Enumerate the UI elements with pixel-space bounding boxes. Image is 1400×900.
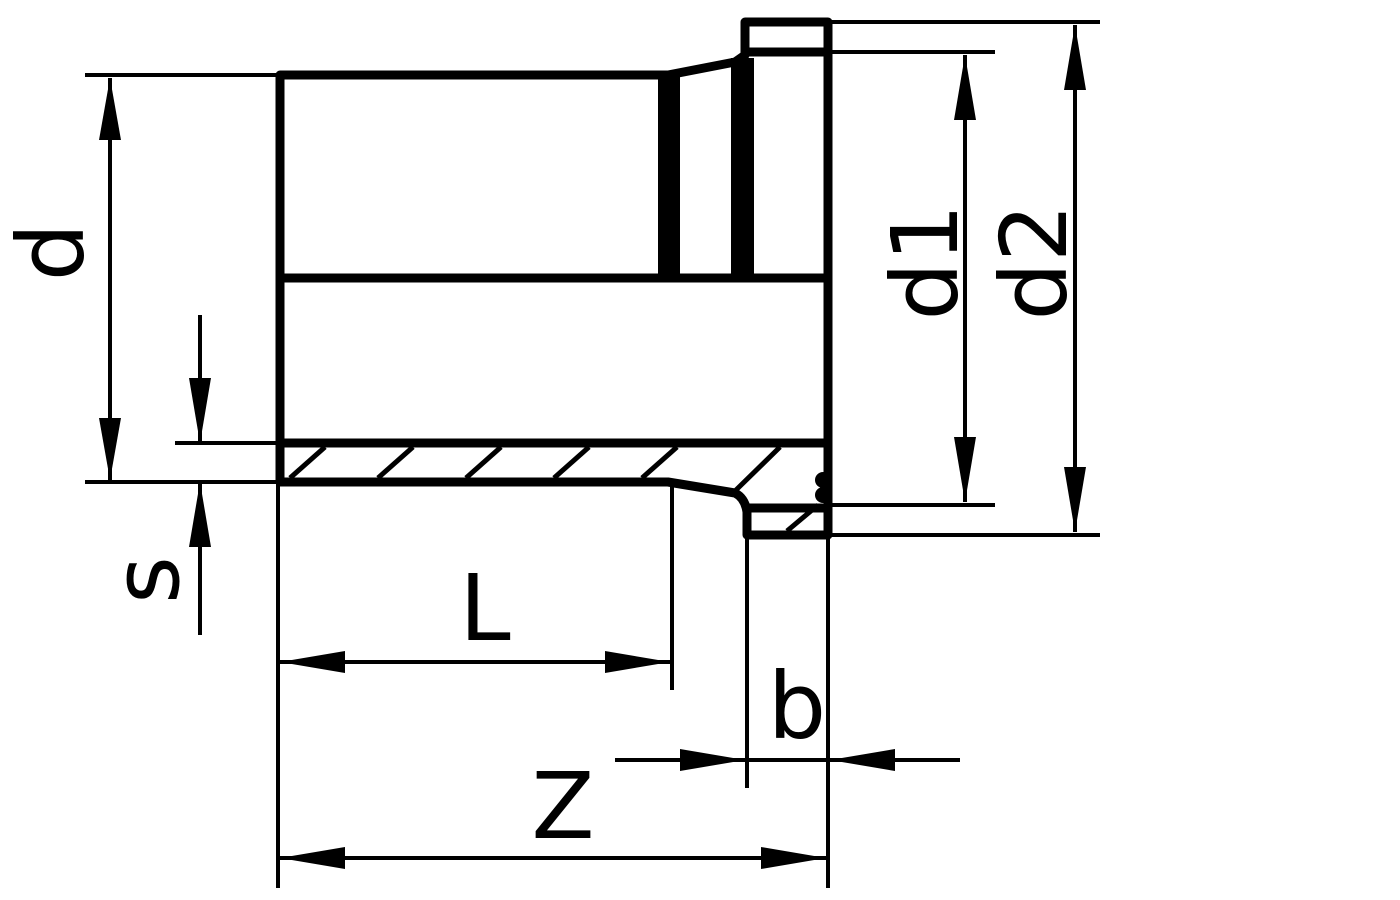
label-d2: d2	[981, 204, 1088, 321]
dimension-b: b	[615, 653, 960, 771]
dimension-Z: Z	[280, 753, 826, 869]
dimension-s: s	[93, 315, 211, 635]
hatching	[288, 445, 820, 533]
dimension-L: L	[280, 555, 670, 673]
label-L: L	[459, 555, 510, 662]
dimension-d2: d2	[981, 25, 1088, 532]
dimension-d: d	[0, 78, 121, 480]
dimension-d1: d1	[872, 55, 979, 502]
label-b: b	[768, 653, 826, 760]
label-s: s	[93, 556, 200, 604]
extension-lines	[85, 20, 1100, 888]
label-d: d	[0, 223, 105, 281]
label-Z: Z	[531, 753, 594, 860]
label-d1: d1	[872, 204, 979, 321]
part-body	[275, 17, 833, 540]
